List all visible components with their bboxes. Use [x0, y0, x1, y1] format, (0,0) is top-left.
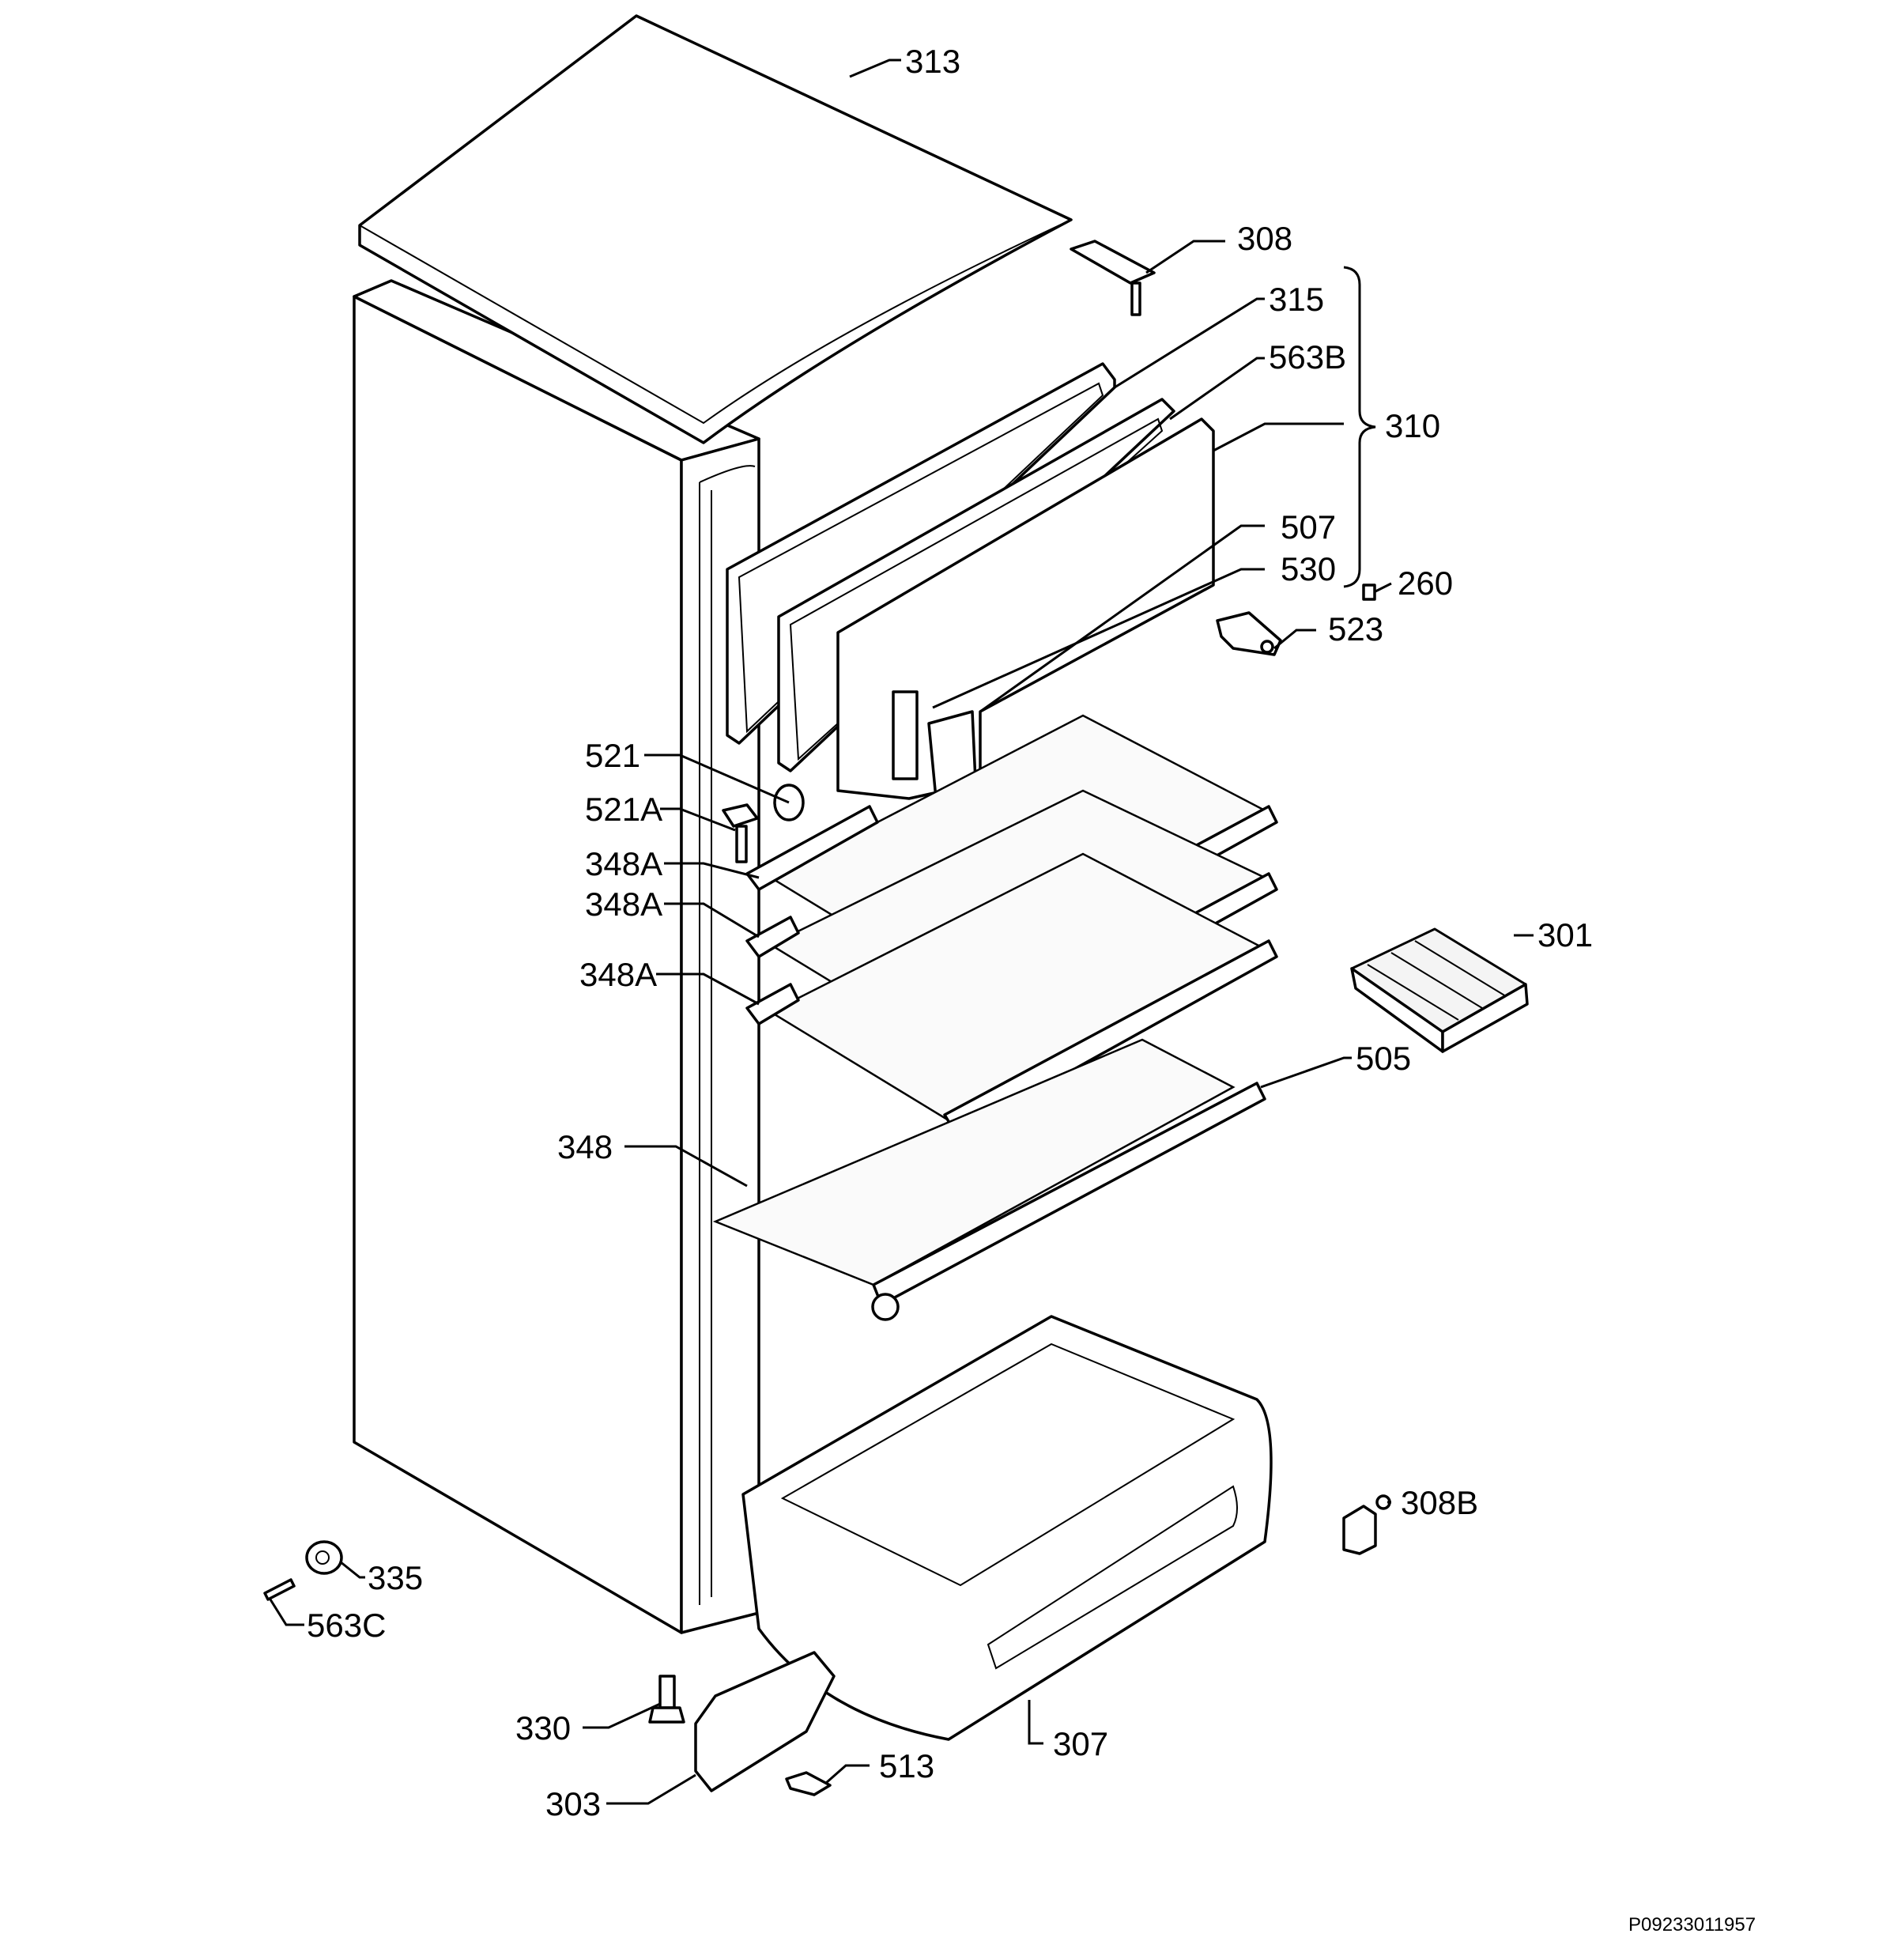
lamp-holder-part — [1216, 611, 1282, 656]
cabinet-body — [353, 279, 760, 1634]
label-348a-1: 348A — [585, 845, 662, 882]
pin-part — [263, 1578, 296, 1601]
lower-hinge-part — [1342, 1494, 1391, 1555]
clip-part — [785, 1771, 832, 1796]
label-507: 507 — [1281, 508, 1336, 546]
label-563b: 563B — [1269, 338, 1346, 376]
label-315: 315 — [1269, 281, 1324, 318]
small-clip-part — [1362, 583, 1376, 601]
top-cover-part — [358, 14, 1073, 444]
switch-part — [722, 803, 759, 863]
label-348: 348 — [557, 1128, 613, 1165]
label-308: 308 — [1237, 220, 1292, 257]
top-hinge-part — [1070, 240, 1156, 316]
glass-shelf-bottom — [712, 1038, 1266, 1321]
label-348a-2: 348A — [585, 886, 662, 923]
label-301: 301 — [1537, 916, 1593, 954]
label-260: 260 — [1398, 565, 1453, 602]
label-521: 521 — [585, 737, 640, 774]
foot-part — [305, 1540, 343, 1575]
label-313: 313 — [905, 43, 960, 80]
plinth-part — [694, 1651, 836, 1792]
document-id: P09233011957 — [1628, 1914, 1756, 1935]
label-513: 513 — [879, 1747, 934, 1784]
label-523: 523 — [1328, 610, 1383, 648]
label-505: 505 — [1356, 1040, 1411, 1077]
screw-part — [648, 1675, 685, 1724]
label-310: 310 — [1385, 407, 1440, 444]
label-330: 330 — [515, 1709, 571, 1747]
label-521a: 521A — [585, 791, 662, 828]
label-308b: 308B — [1401, 1484, 1478, 1521]
freezer-door-assembly — [726, 362, 1215, 808]
label-335: 335 — [368, 1559, 423, 1596]
label-530: 530 — [1281, 550, 1336, 587]
ice-tray-part — [1350, 927, 1529, 1053]
leader-lines — [269, 59, 1534, 1805]
group-310-brace — [1343, 266, 1376, 588]
label-307: 307 — [1053, 1725, 1108, 1762]
label-348a-3: 348A — [579, 956, 657, 993]
label-303: 303 — [545, 1785, 601, 1822]
label-563c: 563C — [307, 1607, 386, 1644]
